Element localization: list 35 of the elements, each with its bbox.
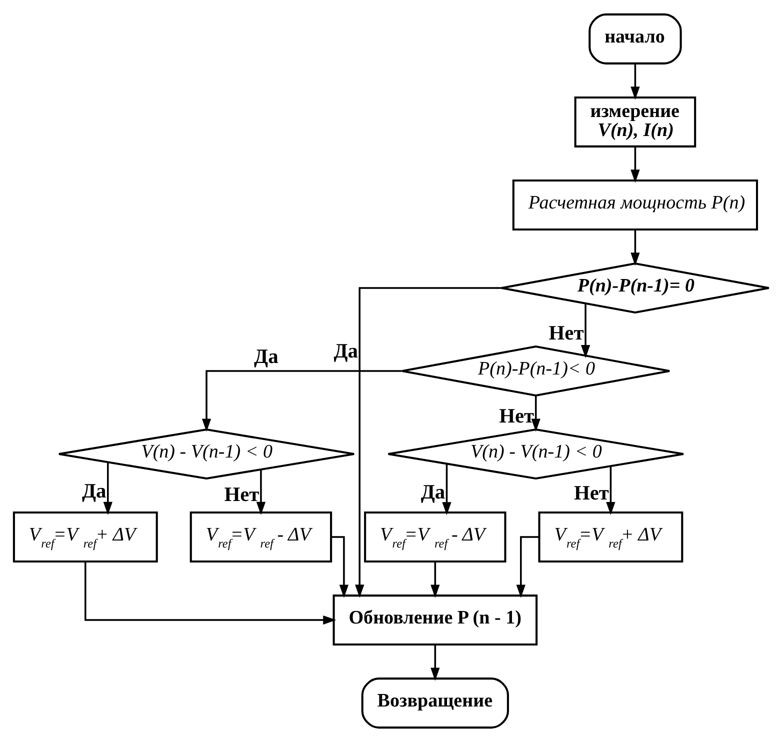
edge-label: Да bbox=[420, 482, 446, 504]
arrow bbox=[430, 562, 440, 598]
edge-label: Нет bbox=[548, 322, 584, 345]
arrow bbox=[256, 470, 266, 516]
arrow bbox=[84, 562, 336, 625]
node-box: V$_{ref}$=V$_{ref}$ - ΔV bbox=[190, 512, 332, 563]
arrow bbox=[202, 370, 402, 432]
node-box: Возвращение bbox=[361, 678, 509, 729]
edge-label: Нет bbox=[574, 482, 609, 505]
node-box: V$_{ref}$=V$_{ref}$+ ΔV bbox=[538, 512, 684, 563]
edge-label: Да bbox=[254, 346, 278, 368]
edge-label: Да bbox=[82, 480, 106, 503]
arrow bbox=[606, 466, 616, 516]
arrow bbox=[580, 304, 590, 358]
edge-label: Нет bbox=[499, 406, 534, 428]
edge-label: Да bbox=[334, 340, 358, 363]
node-diamond: V(n) - V(n-1) < 0 bbox=[387, 428, 684, 480]
arrow bbox=[531, 396, 540, 432]
arrow bbox=[630, 146, 640, 183]
node-box: Обновление P (n - 1) bbox=[332, 594, 538, 646]
arrow bbox=[630, 64, 640, 100]
arrow bbox=[355, 287, 502, 598]
arrow bbox=[103, 462, 112, 515]
arrow bbox=[430, 644, 440, 681]
node-diamond: V(n) - V(n-1) < 0 bbox=[58, 428, 356, 480]
arrow bbox=[630, 230, 640, 266]
arrow bbox=[516, 536, 540, 598]
node-box: V$_{ref}$=V$_{ref}$+ ΔV bbox=[12, 512, 158, 563]
node-diamond: P(n)-P(n-1)= 0 bbox=[500, 262, 770, 314]
node-box: начало bbox=[588, 13, 682, 64]
node-box: измерение V(n), I(n) bbox=[574, 96, 696, 148]
node-box: Расчетная мощность P(n) bbox=[512, 179, 758, 230]
edge-label: Нет bbox=[224, 484, 260, 506]
arrow bbox=[442, 464, 452, 516]
node-box: V$_{ref}$=V$_{ref}$ - ΔV bbox=[364, 512, 506, 563]
